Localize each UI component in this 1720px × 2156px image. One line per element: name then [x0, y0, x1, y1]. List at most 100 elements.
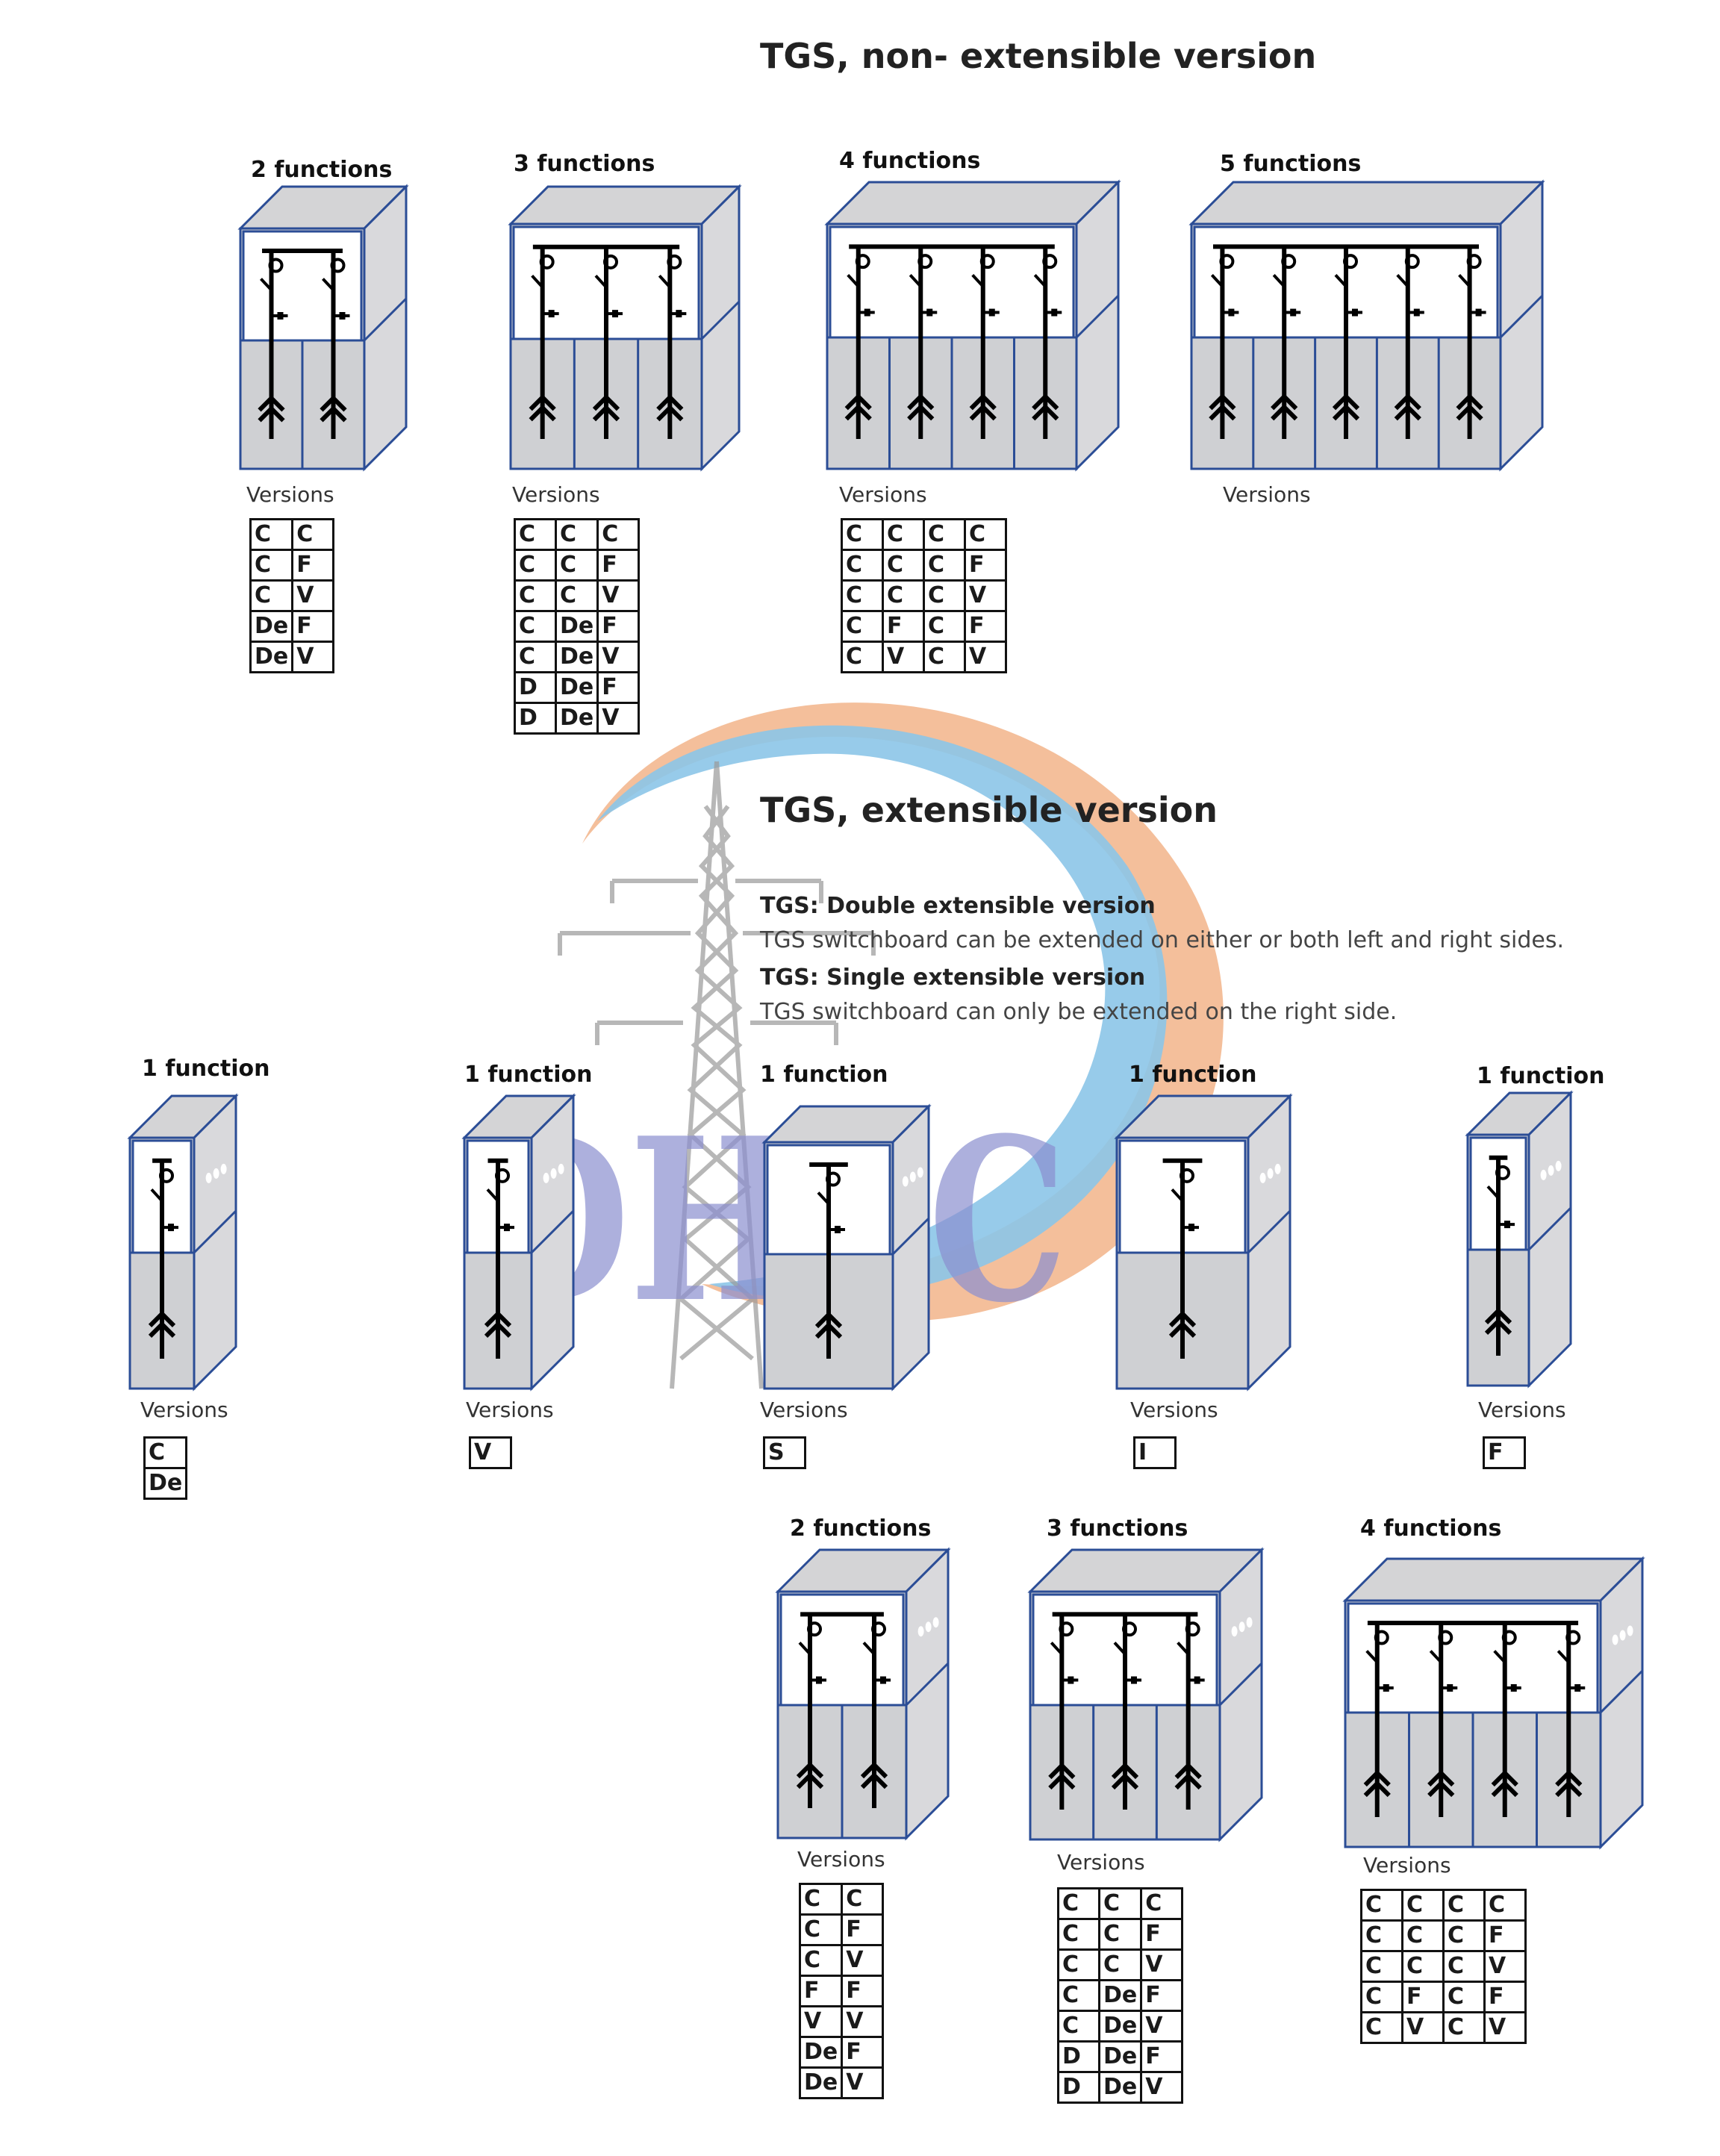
unit-label: 1 function	[142, 1056, 270, 1082]
versions-label: Versions	[1478, 1398, 1566, 1422]
version-cell: V	[964, 641, 1007, 673]
version-cell: C	[923, 610, 966, 643]
versions-label: Versions	[839, 482, 927, 507]
switchgear-cabinet	[761, 1103, 932, 1392]
switchgear-cabinet	[1114, 1093, 1293, 1392]
version-cell: C	[882, 579, 925, 612]
version-cell: V	[1401, 2011, 1445, 2044]
version-cell: De	[1097, 2040, 1143, 2073]
version-cell: V	[596, 641, 641, 673]
version-cell: C	[291, 518, 335, 551]
version-cell: V	[841, 1944, 885, 1977]
version-cell: De	[554, 610, 599, 643]
version-row: C	[143, 1436, 188, 1469]
single-extensible-desc: TGS switchboard can only be extended on …	[760, 999, 1398, 1025]
versions-label: Versions	[797, 1847, 885, 1872]
version-cell: F	[1483, 1919, 1527, 1952]
versions-label: Versions	[1057, 1850, 1145, 1875]
version-cell: C	[249, 579, 294, 612]
version-cell: De	[554, 671, 599, 704]
version-cell: C	[841, 579, 884, 612]
version-cell: C	[1360, 2011, 1403, 2044]
versions-table: S	[763, 1436, 806, 1469]
version-cell: C	[1360, 1981, 1403, 2013]
version-cell: F	[596, 671, 641, 704]
version-cell: V	[1140, 2071, 1184, 2104]
switchgear-cabinet	[1027, 1547, 1265, 1842]
version-cell: F	[964, 610, 1007, 643]
version-cell: F	[596, 610, 641, 643]
version-cell: C	[841, 610, 884, 643]
versions-label: Versions	[1363, 1853, 1451, 1878]
version-cell: V	[841, 2005, 885, 2038]
single-extensible-title: TGS: Single extensible version	[760, 965, 1146, 991]
version-cell: C	[514, 641, 557, 673]
version-cell: De	[554, 641, 599, 673]
version-cell: F	[1140, 1979, 1184, 2012]
double-extensible-title: TGS: Double extensible version	[760, 893, 1156, 919]
versions-label: Versions	[140, 1398, 228, 1422]
version-cell: C	[249, 518, 294, 551]
version-cell: D	[1057, 2071, 1100, 2104]
versions-label: Versions	[466, 1398, 554, 1422]
version-cell: C	[514, 518, 557, 551]
version-cell: De	[143, 1467, 188, 1500]
version-cell: F	[841, 2036, 885, 2069]
version-cell: C	[1057, 1979, 1100, 2012]
unit-label: 4 functions	[839, 148, 981, 174]
version-cell: V	[882, 641, 925, 673]
version-cell: C	[249, 549, 294, 582]
version-cell: F	[882, 610, 925, 643]
version-cell: C	[798, 1883, 844, 1916]
version-cell: S	[763, 1436, 806, 1469]
version-cell: C	[514, 579, 557, 612]
version-cell: C	[1057, 1948, 1100, 1981]
versions-label: Versions	[512, 482, 600, 507]
unit-label: 2 functions	[251, 157, 393, 183]
version-cell: De	[249, 641, 294, 673]
version-cell: C	[1097, 1918, 1143, 1951]
version-cell: C	[1401, 1919, 1445, 1952]
version-row: V	[469, 1436, 512, 1469]
unit-label: 1 function	[760, 1062, 888, 1088]
version-cell: De	[798, 2036, 844, 2069]
version-cell: C	[554, 549, 599, 582]
version-cell: V	[596, 579, 641, 612]
versions-label: Versions	[246, 482, 334, 507]
version-cell: C	[1442, 1919, 1486, 1952]
version-cell: C	[882, 549, 925, 582]
version-cell: F	[291, 549, 335, 582]
version-cell: V	[596, 702, 641, 735]
version-cell: V	[1483, 2011, 1527, 2044]
version-row: I	[1133, 1436, 1177, 1469]
version-cell: C	[596, 518, 641, 551]
version-cell: V	[291, 641, 335, 673]
unit-label: 4 functions	[1360, 1515, 1502, 1542]
version-cell: C	[1097, 1948, 1143, 1981]
version-cell: D	[1057, 2040, 1100, 2073]
version-cell: C	[923, 579, 966, 612]
